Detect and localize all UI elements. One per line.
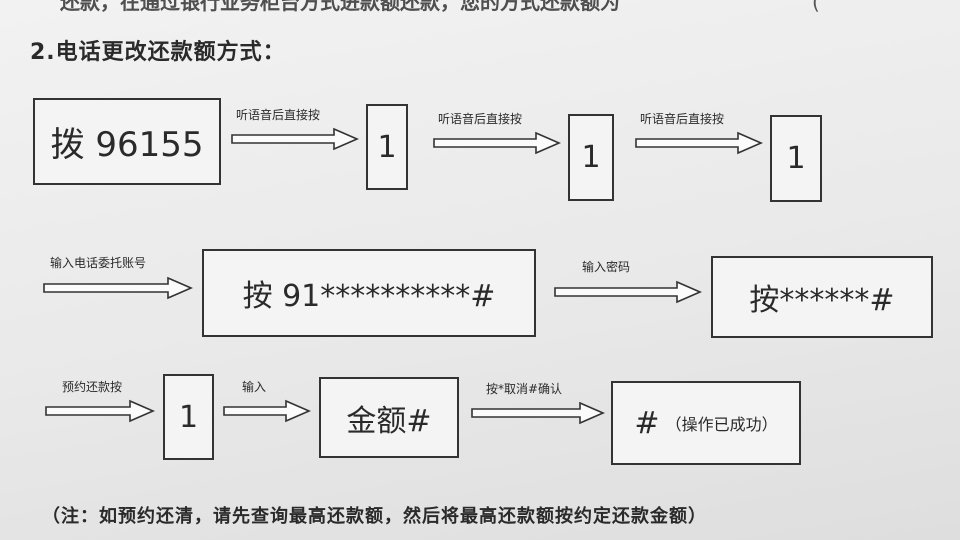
key-box-2: 1 [568, 114, 614, 201]
key-box-3-text: 1 [786, 141, 806, 176]
step-label-account: 输入电话委托账号 [50, 256, 147, 270]
arrow-right-icon [231, 127, 360, 151]
amount-box: 金额# [319, 377, 459, 458]
step-label-3: 听语音后直接按 [640, 112, 725, 126]
arrow-right-icon [554, 280, 703, 304]
dial-box: 拨 96155 [33, 98, 221, 185]
step-label-confirm: 按*取消#确认 [486, 382, 563, 396]
step-label-1: 听语音后直接按 [236, 108, 321, 122]
key-box-book-text: 1 [178, 399, 199, 435]
result-box-hash: # [634, 405, 660, 441]
step-label-2: 听语音后直接按 [438, 112, 523, 126]
account-box-text: 按 91**********# [242, 279, 496, 314]
top-fragment: 还款，在通过银行业务柜台方式进款额还款，您的方式还款额为 [60, 0, 620, 12]
result-box: # （操作已成功） [611, 381, 801, 465]
footnote: （注：如预约还清，请先查询最高还款额，然后将最高还款额按约定还款金额） [42, 506, 707, 527]
arrow-right-icon [433, 131, 562, 155]
arrow-right-icon [45, 399, 156, 423]
account-box: 按 91**********# [202, 249, 536, 337]
password-box-text: 按******# [749, 283, 895, 318]
step-label-password: 输入密码 [582, 260, 631, 274]
step-label-book: 预约还款按 [62, 380, 123, 394]
arrow-right-icon [635, 131, 764, 155]
result-box-text: （操作已成功） [665, 415, 778, 434]
arrow-right-icon [223, 399, 312, 423]
key-box-1-text: 1 [377, 129, 397, 165]
dial-box-text: 拨 96155 [50, 125, 204, 165]
key-box-2-text: 1 [581, 140, 601, 175]
arrow-right-icon [43, 276, 194, 300]
amount-box-text: 金额# [346, 403, 432, 439]
key-box-book: 1 [163, 374, 214, 460]
step-label-input: 输入 [242, 380, 267, 394]
password-box: 按******# [711, 256, 933, 338]
arrow-right-icon [471, 401, 606, 425]
section-title: 2.电话更改还款额方式： [30, 40, 286, 65]
top-fragment-paren: ( [812, 0, 820, 14]
key-box-1: 1 [366, 104, 408, 190]
key-box-3: 1 [770, 115, 822, 202]
